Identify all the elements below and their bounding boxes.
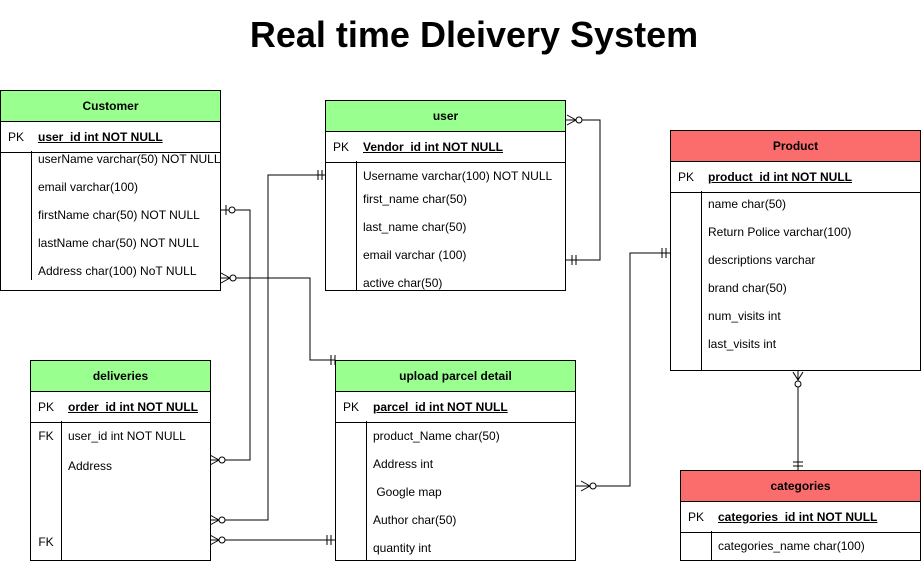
entity-categories[interactable]: categories PK categories_id int NOT NULL…: [680, 470, 921, 561]
product-attr-descriptions: descriptions varchar: [708, 253, 816, 267]
rel-deliveries-parcel: [209, 534, 335, 546]
pk-label: PK: [342, 400, 359, 414]
entity-user-pk-row: PK Vendor_id int NOT NULL: [326, 132, 565, 163]
product-pk-field: product_id int NOT NULL: [708, 170, 852, 184]
rel-product-parcel: [575, 248, 670, 492]
entity-customer[interactable]: Customer PK user_id int NOT NULL userNam…: [0, 90, 221, 291]
pk-label: PK: [687, 510, 704, 524]
entity-parcel-title: upload parcel detail: [336, 361, 575, 392]
rel-customer-deliveries: [209, 205, 251, 466]
entity-user-title: user: [326, 101, 565, 132]
customer-pk-field: user_id int NOT NULL: [38, 130, 163, 144]
deliveries-attr-user-id: user_id int NOT NULL: [68, 429, 186, 443]
pk-label: PK: [37, 400, 54, 414]
customer-attr-firstname: firstName char(50) NOT NULL: [38, 208, 200, 222]
customer-attr-email: email varchar(100): [38, 180, 139, 194]
pk-label: PK: [677, 170, 694, 184]
user-attr-active: active char(50): [363, 276, 443, 290]
parcel-pk-field: parcel_id int NOT NULL: [373, 400, 508, 414]
entity-product-attributes: name char(50) Return Police varchar(100)…: [671, 191, 920, 370]
entity-user[interactable]: user PK Vendor_id int NOT NULL Username …: [325, 100, 566, 291]
entity-upload-parcel-detail[interactable]: upload parcel detail PK parcel_id int NO…: [335, 360, 576, 561]
parcel-attr-quantity: quantity int: [373, 541, 432, 555]
product-attr-num-visits: num_visits int: [708, 309, 781, 323]
parcel-attr-author: Author char(50): [373, 513, 457, 527]
parcel-attr-product-name: product_Name char(50): [373, 429, 500, 443]
entity-deliveries-attributes: FK user_id int NOT NULL Address FK: [31, 421, 210, 560]
product-attr-last-visits: last_visits int: [708, 337, 777, 351]
entity-product[interactable]: Product PK product_id int NOT NULL name …: [670, 130, 921, 371]
user-attr-last-name: last_name char(50): [363, 220, 467, 234]
entity-deliveries-title: deliveries: [31, 361, 210, 392]
rel-customer-parcel: [220, 272, 336, 365]
entity-customer-attributes: userName varchar(50) NOT NULL email varc…: [1, 151, 220, 290]
entity-product-title: Product: [671, 131, 920, 162]
pk-label: PK: [7, 130, 24, 144]
diagram-title: Real time Dleivery System: [249, 14, 699, 55]
rel-product-categories: [792, 370, 804, 470]
entity-categories-pk-row: PK categories_id int NOT NULL: [681, 502, 920, 533]
entity-parcel-attributes: product_Name char(50) Address int Google…: [336, 421, 575, 560]
entity-deliveries-pk-row: PK order_id int NOT NULL: [31, 392, 210, 423]
parcel-attr-google-map: Google map: [373, 485, 442, 499]
product-attr-return-police: Return Police varchar(100): [708, 225, 852, 239]
deliveries-attr-address: Address: [68, 459, 113, 473]
pk-label: PK: [332, 140, 349, 154]
rel-user-deliveries: [209, 170, 325, 526]
parcel-attr-address: Address int: [373, 457, 434, 471]
entity-categories-title: categories: [681, 471, 920, 502]
product-attr-name: name char(50): [708, 197, 787, 211]
entity-deliveries[interactable]: deliveries PK order_id int NOT NULL FK u…: [30, 360, 211, 561]
categories-attr-name: categories_name char(100): [718, 539, 865, 553]
entity-parcel-pk-row: PK parcel_id int NOT NULL: [336, 392, 575, 423]
user-attr-username: Username varchar(100) NOT NULL: [363, 169, 553, 183]
customer-attr-lastname: lastName char(50) NOT NULL: [38, 236, 200, 250]
product-attr-brand: brand char(50): [708, 281, 787, 295]
fk-label: FK: [38, 535, 54, 549]
customer-attr-username: userName varchar(50) NOT NULL: [38, 152, 220, 166]
user-attr-email: email varchar (100): [363, 248, 467, 262]
rel-user-self: [565, 114, 601, 265]
entity-customer-pk-row: PK user_id int NOT NULL: [1, 122, 220, 153]
user-attr-first-name: first_name char(50): [363, 192, 468, 206]
customer-attr-address: Address char(100) NoT NULL: [38, 264, 197, 278]
fk-label: FK: [38, 429, 54, 443]
categories-pk-field: categories_id int NOT NULL: [718, 510, 878, 524]
entity-user-attributes: Username varchar(100) NOT NULL first_nam…: [326, 161, 565, 290]
user-pk-field: Vendor_id int NOT NULL: [363, 140, 503, 154]
entity-categories-attributes: categories_name char(100): [681, 531, 920, 560]
entity-customer-title: Customer: [1, 91, 220, 122]
entity-product-pk-row: PK product_id int NOT NULL: [671, 162, 920, 193]
deliveries-pk-field: order_id int NOT NULL: [68, 400, 198, 414]
